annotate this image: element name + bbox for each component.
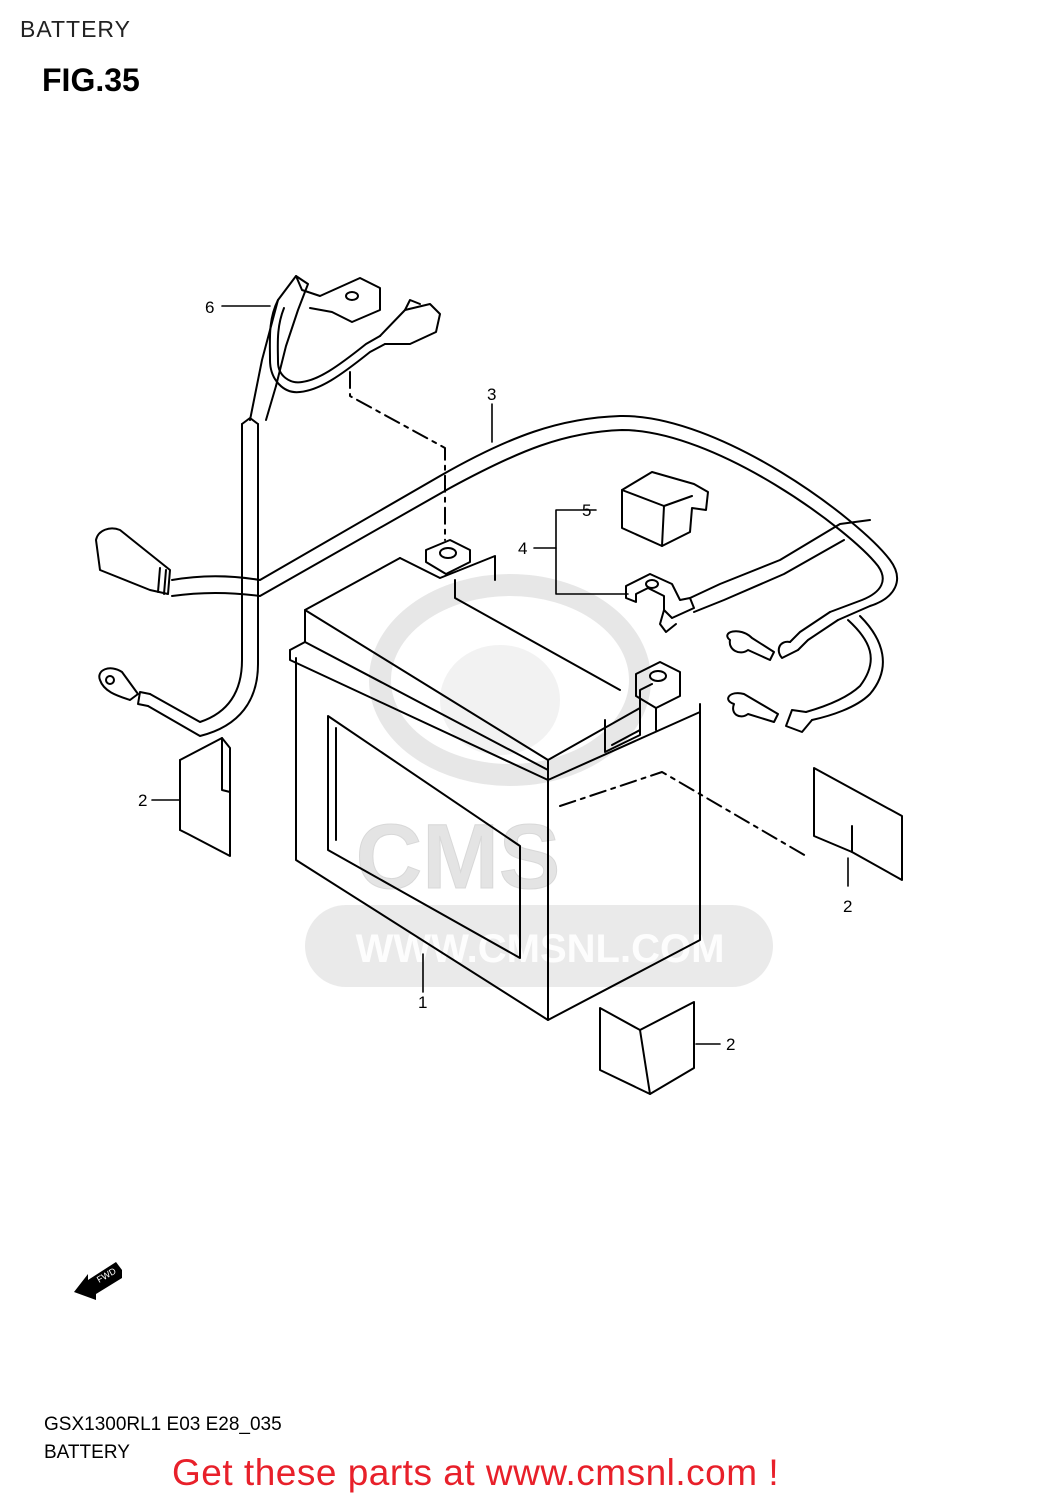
promo-link[interactable]: Get these parts at www.cmsnl.com ! bbox=[172, 1452, 780, 1493]
terminal-cover bbox=[621, 471, 709, 547]
locator-lines bbox=[349, 371, 807, 857]
callout-4: 4 bbox=[518, 539, 527, 558]
callout-2-right: 2 bbox=[843, 897, 852, 916]
pad-bottom bbox=[599, 1001, 695, 1095]
battery bbox=[289, 539, 701, 1021]
watermark-url: WWW.CMSNL.COM bbox=[356, 927, 725, 971]
leader-lines bbox=[151, 305, 849, 1045]
callout-2-bottom: 2 bbox=[726, 1035, 735, 1054]
callout-1: 1 bbox=[418, 993, 427, 1012]
fwd-arrow-icon: FWD bbox=[74, 1262, 122, 1300]
section-name: BATTERY bbox=[44, 1442, 130, 1463]
callout-2-left: 2 bbox=[138, 791, 147, 810]
section-title: BATTERY bbox=[20, 16, 131, 42]
watermark-logo: CMS bbox=[356, 806, 560, 908]
pad-left bbox=[179, 737, 231, 857]
figure-label: FIG.35 bbox=[42, 62, 140, 98]
callout-3: 3 bbox=[487, 385, 496, 404]
callout-5: 5 bbox=[582, 501, 591, 520]
terminal-bracket bbox=[625, 519, 871, 633]
model-code: GSX1300RL1 E03 E28_035 bbox=[44, 1414, 282, 1435]
callout-6: 6 bbox=[205, 298, 214, 317]
main-cable bbox=[95, 414, 899, 733]
pad-right bbox=[813, 767, 903, 881]
starter-relay bbox=[249, 275, 441, 421]
ground-cable bbox=[98, 417, 259, 737]
cmsnl-watermark: CMS WWW.CMSNL.COM bbox=[305, 574, 773, 987]
